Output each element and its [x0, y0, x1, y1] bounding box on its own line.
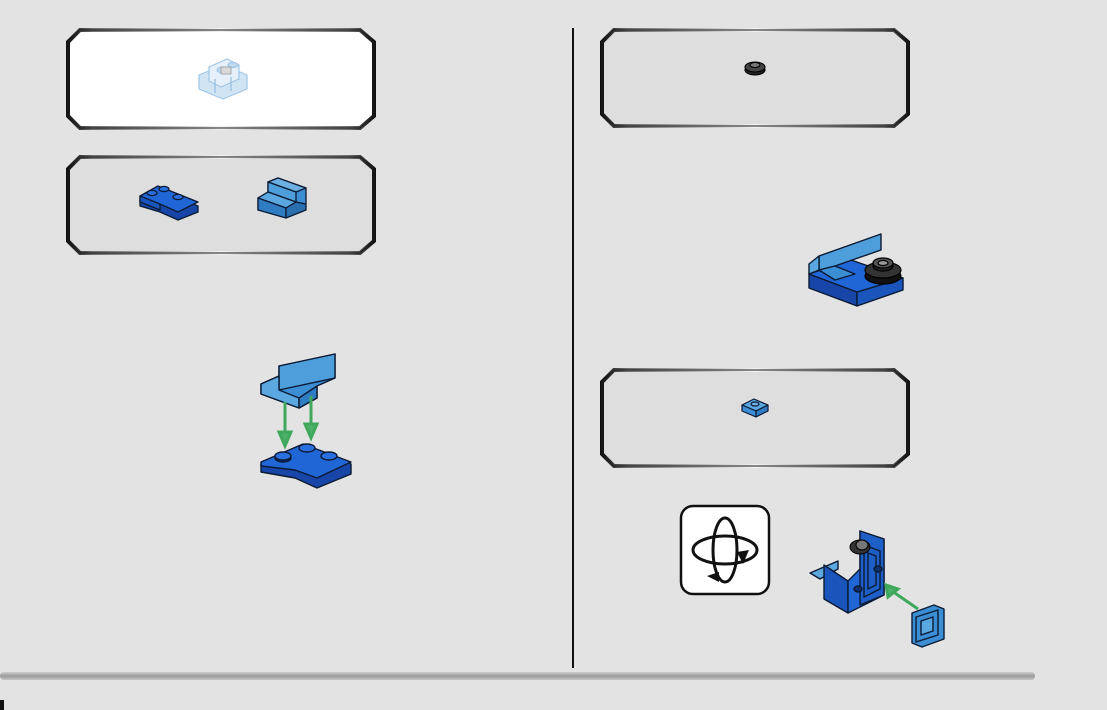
black-round-plate-icon: [743, 58, 767, 78]
transparent-assembly-icon: [193, 55, 253, 105]
footer-mark: [0, 700, 4, 710]
parts-callout-right-top: [600, 28, 910, 128]
parts-callout-left: [66, 155, 376, 255]
black-round-plate-placed: [865, 258, 901, 284]
column-divider: [572, 28, 574, 668]
rotate-model-icon: [679, 504, 771, 596]
left-step-illustration: [255, 352, 365, 492]
right-step-illustration-2: [808, 525, 958, 655]
footer-bar: [0, 672, 1035, 680]
medium-blue-tile-icon: [740, 397, 770, 419]
medium-blue-bracket-icon: [254, 178, 308, 222]
blue-l-plate-icon: [138, 182, 202, 222]
insert-arrow-icon: [886, 585, 918, 609]
right-step-illustration-1: [805, 230, 915, 310]
